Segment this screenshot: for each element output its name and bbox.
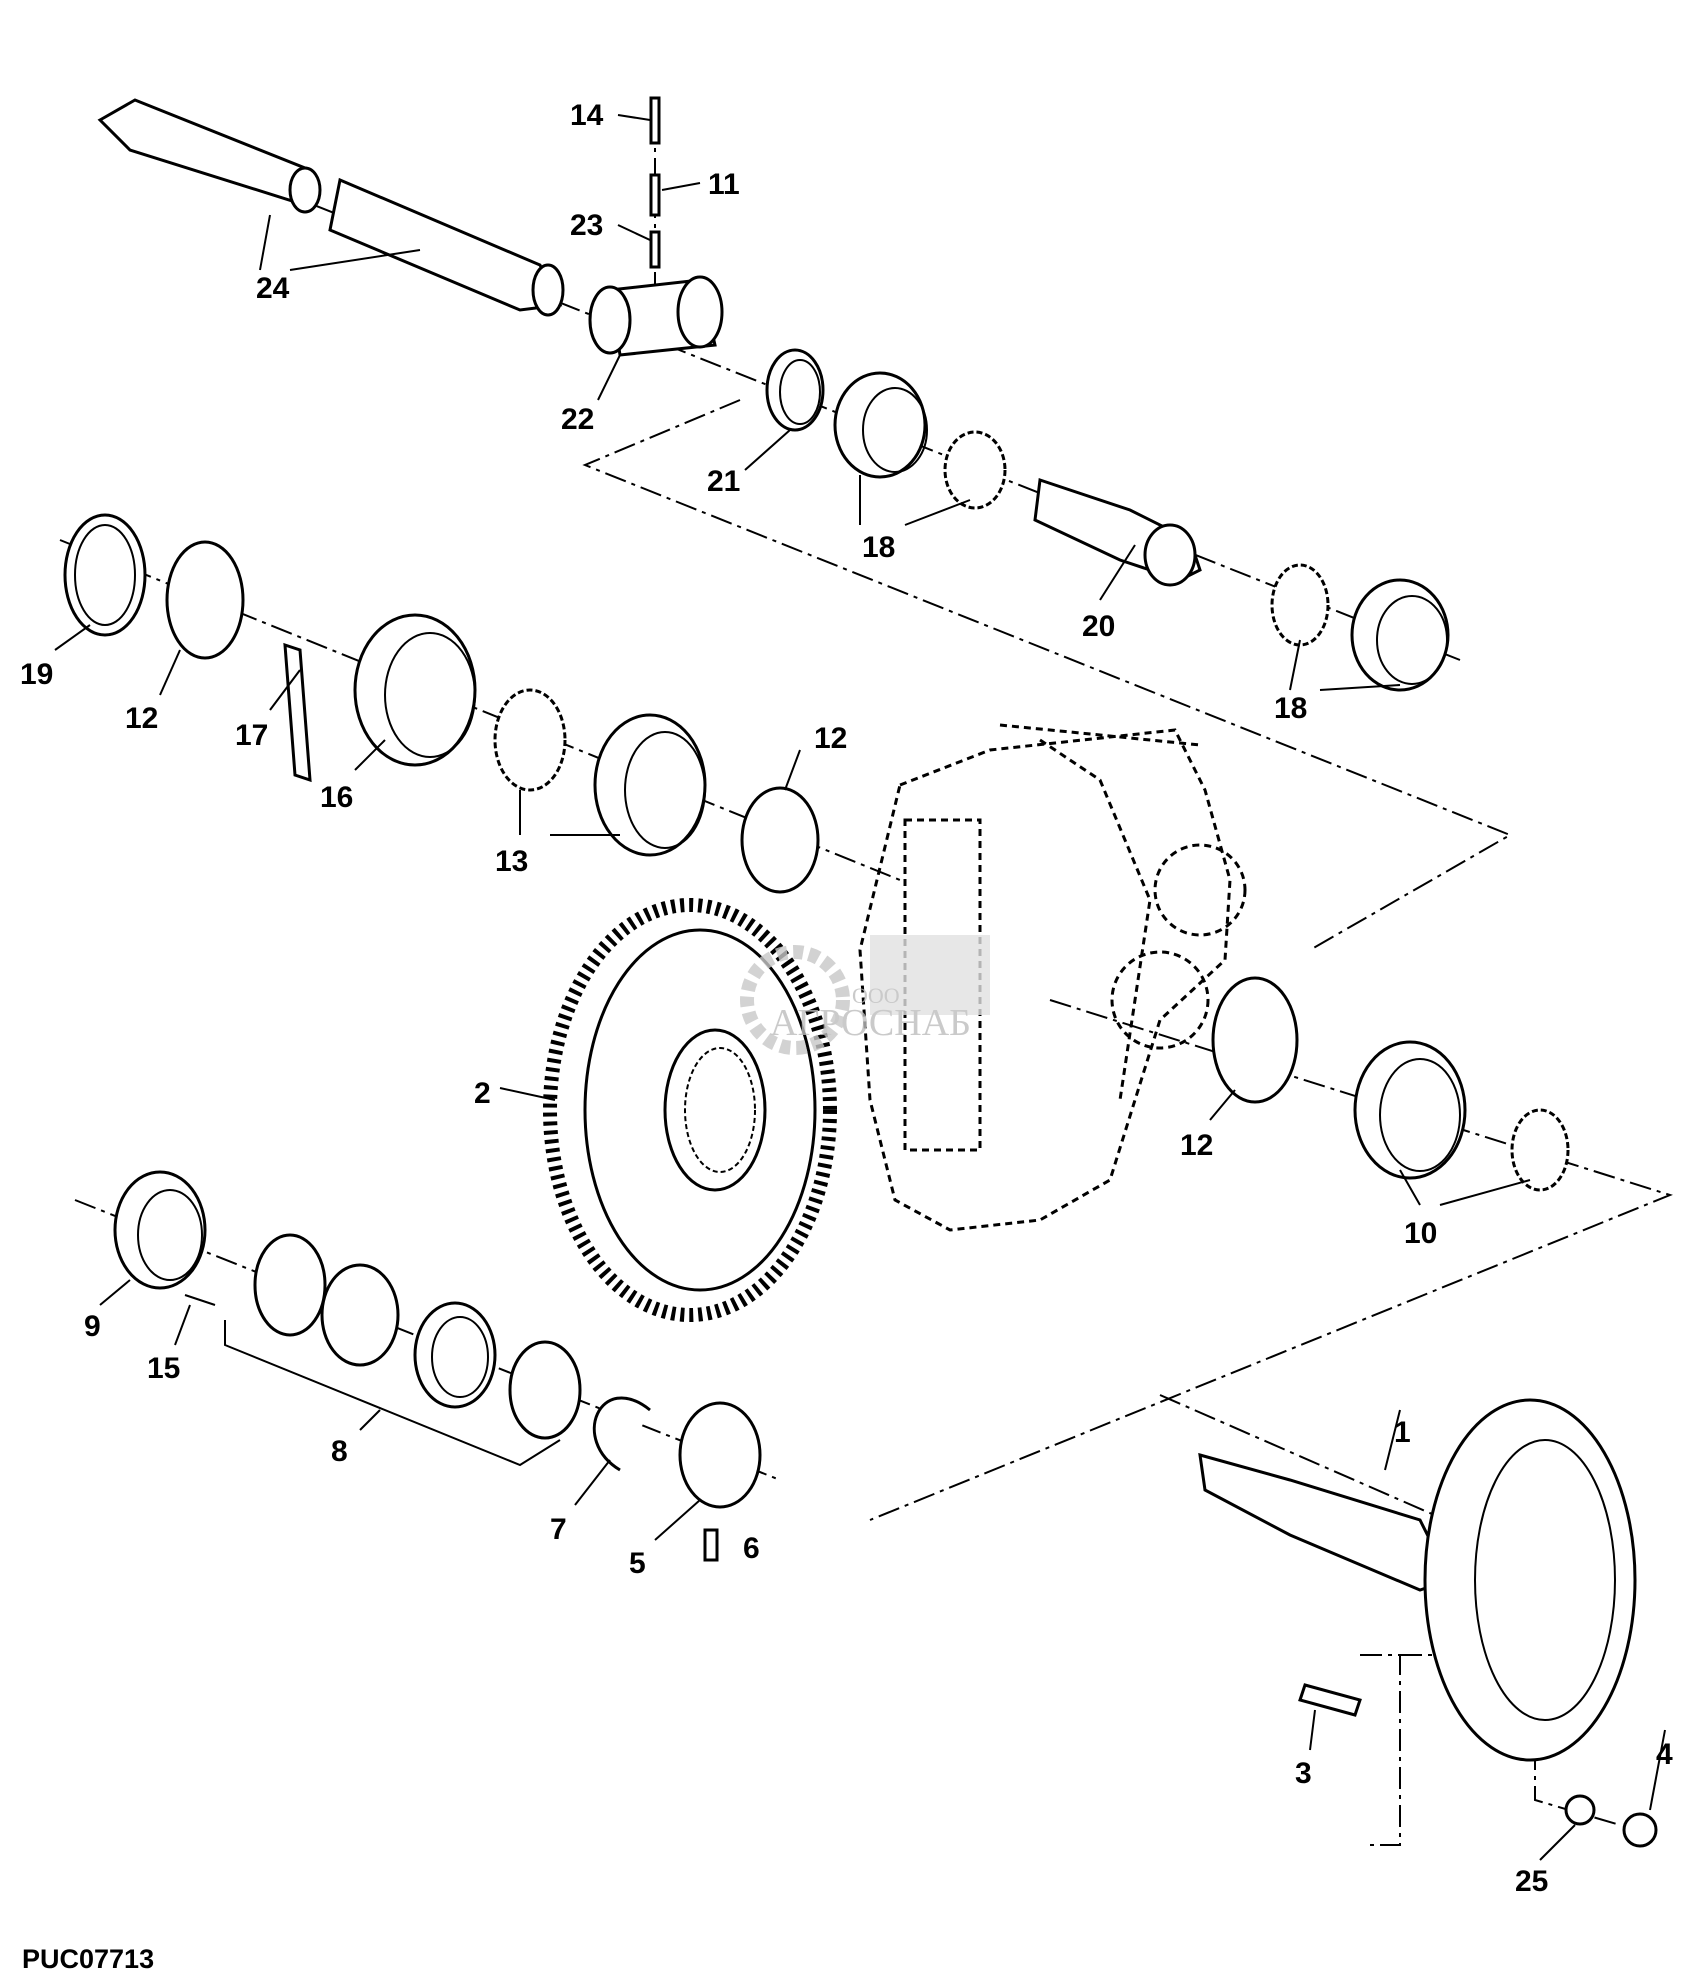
callout-12b: 12 (814, 722, 847, 755)
leader-lines (54, 114, 1666, 1861)
bearing-cone-10 (1510, 1108, 1570, 1192)
watermark-name: АГРОСНАБ (770, 1002, 971, 1044)
nut-5 (678, 1401, 762, 1509)
callout-17: 17 (235, 719, 268, 752)
callout-16: 16 (320, 781, 353, 814)
shim-8c (508, 1340, 582, 1440)
nut-4 (1622, 1812, 1658, 1848)
bearing-cup-18b (1350, 578, 1450, 692)
callout-14: 14 (570, 99, 604, 132)
callout-18a: 18 (862, 531, 895, 564)
callout-6: 6 (743, 1532, 760, 1565)
callout-21: 21 (707, 465, 740, 498)
screw-6 (703, 1528, 719, 1562)
bolt-3 (1298, 1683, 1362, 1717)
bearing-cone-13 (493, 688, 567, 792)
pin-15 (184, 1294, 216, 1306)
callout-22: 22 (561, 403, 594, 436)
callout-18b: 18 (1274, 692, 1307, 725)
bearing-cup-10 (1353, 1040, 1467, 1180)
collar-16 (353, 613, 477, 767)
drawing-code: PUC07713 (22, 1944, 154, 1974)
callout-11: 11 (708, 168, 740, 201)
ring-gear-2 (543, 898, 837, 1322)
pins (649, 96, 661, 269)
callout-24: 24 (256, 272, 290, 305)
sleeve-22 (588, 275, 724, 357)
shim-17 (283, 642, 312, 783)
seal-housing-9 (113, 1170, 207, 1290)
washer-25 (1564, 1794, 1596, 1826)
callout-15: 15 (147, 1352, 180, 1385)
callout-3: 3 (1295, 1757, 1312, 1790)
callout-19: 19 (20, 658, 53, 691)
snap-ring-12c (1211, 976, 1299, 1104)
callout-12c: 12 (1180, 1129, 1213, 1162)
callout-8: 8 (331, 1435, 348, 1468)
callout-20: 20 (1082, 610, 1115, 643)
callout-9: 9 (84, 1310, 101, 1343)
bearing-cup-18 (833, 371, 927, 479)
snap-ring-7 (592, 1396, 651, 1472)
callout-2: 2 (474, 1077, 491, 1110)
callout-10: 10 (1404, 1217, 1437, 1250)
bearing-cone-18b (1270, 563, 1330, 647)
ring-21 (765, 348, 825, 432)
shim-8a (253, 1233, 327, 1337)
callout-13: 13 (495, 845, 528, 878)
ring-19 (63, 513, 147, 637)
shim-8b (320, 1263, 400, 1367)
callout-1: 1 (1394, 1416, 1411, 1449)
bearing-cone-18 (943, 430, 1007, 510)
callout-4: 4 (1656, 1738, 1673, 1771)
callout-7: 7 (550, 1513, 567, 1546)
axle-shaft-1 (1198, 1398, 1637, 1762)
callouts: 14 11 23 24 22 21 18 20 18 19 12 17 16 1… (20, 99, 1673, 1898)
callout-5: 5 (629, 1547, 646, 1580)
watermark-logo: ООО АГРОСНАБ (740, 935, 990, 1055)
snap-ring-12b (740, 786, 820, 894)
snap-ring-12 (165, 540, 245, 660)
callout-12a: 12 (125, 702, 158, 735)
pinion-shaft-20 (1033, 477, 1202, 587)
watermark-prefix: ООО (852, 983, 900, 1008)
shaft-24 (97, 98, 565, 317)
callout-23: 23 (570, 209, 603, 242)
bearing-8 (413, 1301, 497, 1409)
callout-25: 25 (1515, 1865, 1548, 1898)
